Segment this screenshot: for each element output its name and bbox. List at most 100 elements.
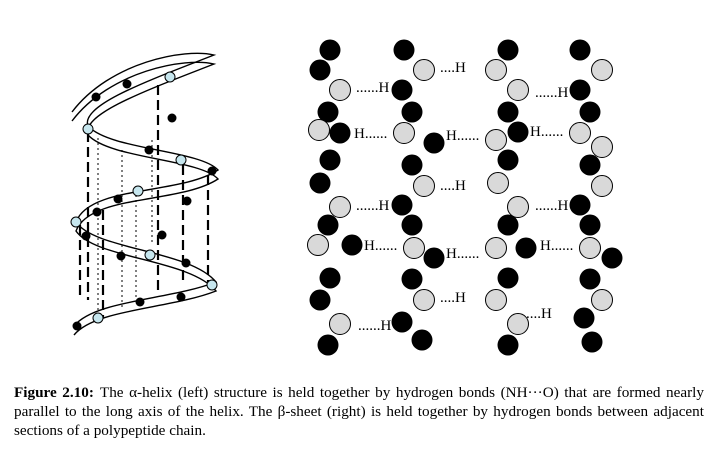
sheet-atom-dark <box>391 79 413 101</box>
helix-atom-dark <box>207 166 217 176</box>
sheet-atom-dark <box>319 149 341 171</box>
sheet-atom-dark <box>317 101 339 123</box>
helix-atom-light <box>70 216 82 228</box>
helix-atom-dark <box>72 321 82 331</box>
sheet-atom-dark <box>569 79 591 101</box>
sheet-atom-light <box>485 129 507 151</box>
sheet-atom-dark <box>515 237 537 259</box>
sheet-hbond-label: ....H <box>440 290 466 306</box>
sheet-atom-light <box>393 122 415 144</box>
helix-atom-dark <box>91 92 101 102</box>
sheet-atom-dark <box>401 154 423 176</box>
sheet-atom-light <box>413 59 435 81</box>
helix-atom-dark <box>113 194 123 204</box>
sheet-hbond-label: ......H <box>535 85 569 101</box>
sheet-atom-dark <box>317 214 339 236</box>
sheet-atom-light <box>308 119 330 141</box>
sheet-hbond-label: ....H <box>526 306 552 322</box>
sheet-atom-light <box>507 79 529 101</box>
sheet-hbond-label: ....H <box>440 60 466 76</box>
sheet-atom-dark <box>319 267 341 289</box>
helix-atom-dark <box>181 258 191 268</box>
helix-atom-light <box>92 312 104 324</box>
sheet-hbond-label: ......H <box>356 80 390 96</box>
sheet-atom-dark <box>497 214 519 236</box>
helix-atom-dark <box>157 230 167 240</box>
sheet-atom-dark <box>579 268 601 290</box>
sheet-hbond-label: H...... <box>446 246 479 262</box>
sheet-atom-dark <box>309 289 331 311</box>
sheet-atom-light <box>591 59 613 81</box>
helix-atom-dark <box>92 207 102 217</box>
helix-atom-dark <box>144 145 154 155</box>
sheet-atom-light <box>507 313 529 335</box>
sheet-atom-dark <box>579 154 601 176</box>
sheet-atom-dark <box>423 247 445 269</box>
alpha-helix <box>70 52 220 336</box>
sheet-hbond-label: H...... <box>530 124 563 140</box>
sheet-atom-light <box>591 175 613 197</box>
helix-atom-dark <box>122 79 132 89</box>
sheet-atom-light <box>329 79 351 101</box>
sheet-atom-light <box>591 136 613 158</box>
sheet-atom-dark <box>393 39 415 61</box>
sheet-atom-light <box>329 196 351 218</box>
sheet-atom-dark <box>497 101 519 123</box>
sheet-atom-dark <box>569 194 591 216</box>
sheet-hbond-label: H...... <box>364 238 397 254</box>
sheet-atom-dark <box>329 122 351 144</box>
sheet-atom-dark <box>497 39 519 61</box>
sheet-atom-dark <box>401 101 423 123</box>
helix-atom-light <box>132 185 144 197</box>
sheet-atom-dark <box>507 121 529 143</box>
sheet-atom-light <box>485 289 507 311</box>
sheet-atom-light <box>591 289 613 311</box>
beta-sheet: ......H ....H ......H H...... H...... H......… <box>307 39 623 356</box>
sheet-hbond-label: H...... <box>446 128 479 144</box>
helix-atom-dark <box>116 251 126 261</box>
sheet-atom-dark <box>391 311 413 333</box>
sheet-atom-dark <box>497 334 519 356</box>
helix-atom-dark <box>167 113 177 123</box>
sheet-atom-dark <box>497 149 519 171</box>
figure-caption: Figure 2.10:The α-helix (left) structure… <box>14 383 704 440</box>
sheet-atom-light <box>569 122 591 144</box>
sheet-hbond-label: ......H <box>358 318 392 334</box>
sheet-atom-dark <box>309 172 331 194</box>
sheet-atom-dark <box>579 214 601 236</box>
helix-atom-light <box>175 154 187 166</box>
sheet-atom-dark <box>309 59 331 81</box>
sheet-atom-light <box>403 237 425 259</box>
caption-text: The α-helix (left) structure is held tog… <box>14 384 704 439</box>
sheet-hbond-label: ......H <box>356 198 390 214</box>
sheet-atom-dark <box>319 39 341 61</box>
sheet-atom-light <box>413 289 435 311</box>
sheet-atom-dark <box>401 214 423 236</box>
helix-atom-dark <box>81 231 91 241</box>
sheet-atom-light <box>485 59 507 81</box>
sheet-atom-light <box>413 175 435 197</box>
sheet-hbond-label: H...... <box>540 238 573 254</box>
helix-atom-light <box>164 71 176 83</box>
sheet-atom-light <box>487 172 509 194</box>
sheet-atom-dark <box>317 334 339 356</box>
helix-atom-light <box>144 249 156 261</box>
sheet-atom-dark <box>497 267 519 289</box>
helix-atom-light <box>82 123 94 135</box>
sheet-hbond-label: ....H <box>440 178 466 194</box>
helix-ribbon-edge-bottom <box>71 61 220 336</box>
helix-atom-dark <box>176 292 186 302</box>
sheet-atom-dark <box>601 247 623 269</box>
sheet-atom-dark <box>579 101 601 123</box>
sheet-atom-light <box>579 237 601 259</box>
sheet-atom-light <box>329 313 351 335</box>
sheet-atom-dark <box>569 39 591 61</box>
helix-atom-dark <box>182 196 192 206</box>
helix-atom-light <box>206 279 218 291</box>
sheet-atom-dark <box>573 307 595 329</box>
sheet-atom-dark <box>391 194 413 216</box>
sheet-atom-light <box>485 237 507 259</box>
sheet-atom-dark <box>341 234 363 256</box>
sheet-hbond-label: H...... <box>354 126 387 142</box>
sheet-atom-dark <box>581 331 603 353</box>
